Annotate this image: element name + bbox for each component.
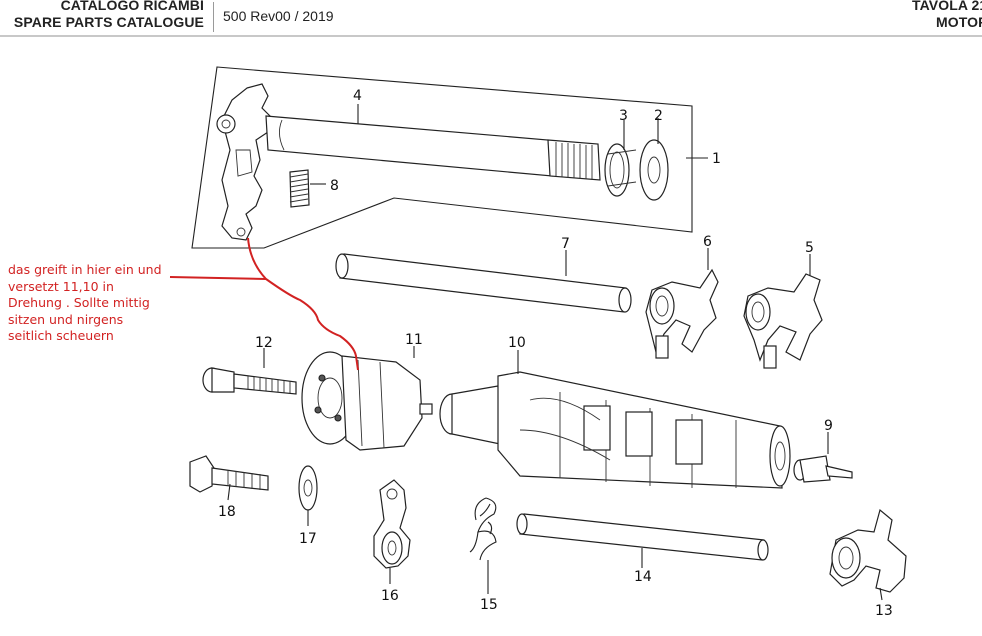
lever-16: [373, 479, 411, 569]
callout-14: 14: [634, 569, 652, 585]
page-header: CATALOGO RICAMBI SPARE PARTS CATALOGUE 5…: [0, 0, 982, 37]
leader-lines: [227, 104, 883, 601]
note-line: versetzt 11,10 in: [8, 278, 114, 294]
tavola-label: TAVOLA 21: [912, 0, 982, 13]
callout-16: 16: [381, 588, 399, 604]
callout-5: 5: [805, 240, 814, 256]
note-line: sitzen und nirgens: [8, 311, 124, 327]
callout-10: 10: [508, 335, 526, 351]
cam-star-11: [301, 351, 433, 451]
shift-fork-13: [829, 508, 907, 593]
header-divider: [213, 2, 214, 32]
note-line: das greift in hier ein und: [8, 262, 162, 277]
catalog-title-italian: CATALOGO RICAMBI: [60, 0, 204, 13]
callout-1: 1: [712, 151, 721, 167]
revision-label: 500 Rev00 / 2019: [223, 8, 334, 24]
annotation-pointer: [169, 237, 359, 371]
rod-7: [335, 253, 632, 313]
shift-drum-10: [439, 371, 791, 489]
bolt-12: [202, 367, 297, 395]
catalog-title-english: SPARE PARTS CATALOGUE: [13, 14, 204, 30]
shift-fork-6: [645, 268, 719, 359]
callout-13: 13: [875, 603, 893, 619]
selector-shaft-assembly: [216, 83, 669, 241]
callout-15: 15: [480, 597, 498, 613]
spring-15: [469, 497, 497, 561]
callout-8: 8: [330, 178, 339, 194]
callout-12: 12: [255, 335, 273, 351]
shaft-14: [516, 513, 769, 561]
callout-7: 7: [561, 236, 570, 252]
flange-bolt-18: [189, 455, 269, 493]
shift-fork-5: [743, 273, 823, 369]
callout-17: 17: [299, 531, 317, 547]
washer-17: [298, 465, 318, 511]
callout-2: 2: [654, 108, 663, 124]
header-rule: [0, 35, 982, 37]
callout-9: 9: [824, 418, 833, 434]
callout-6: 6: [703, 234, 712, 250]
callout-11: 11: [405, 332, 423, 348]
callout-18: 18: [218, 504, 236, 520]
note-line: Drehung . Sollte mittig: [8, 295, 150, 311]
group-label: MOTOR: [936, 14, 982, 30]
pin-9: [793, 455, 853, 483]
callout-3: 3: [619, 108, 628, 124]
spring-8: [289, 169, 310, 208]
annotation-note: das greift in hier ein und versetzt 11,1…: [8, 262, 188, 345]
assembly-frame: [191, 66, 693, 249]
callout-4: 4: [353, 88, 362, 104]
note-line: seitlich scheuern: [8, 328, 114, 344]
